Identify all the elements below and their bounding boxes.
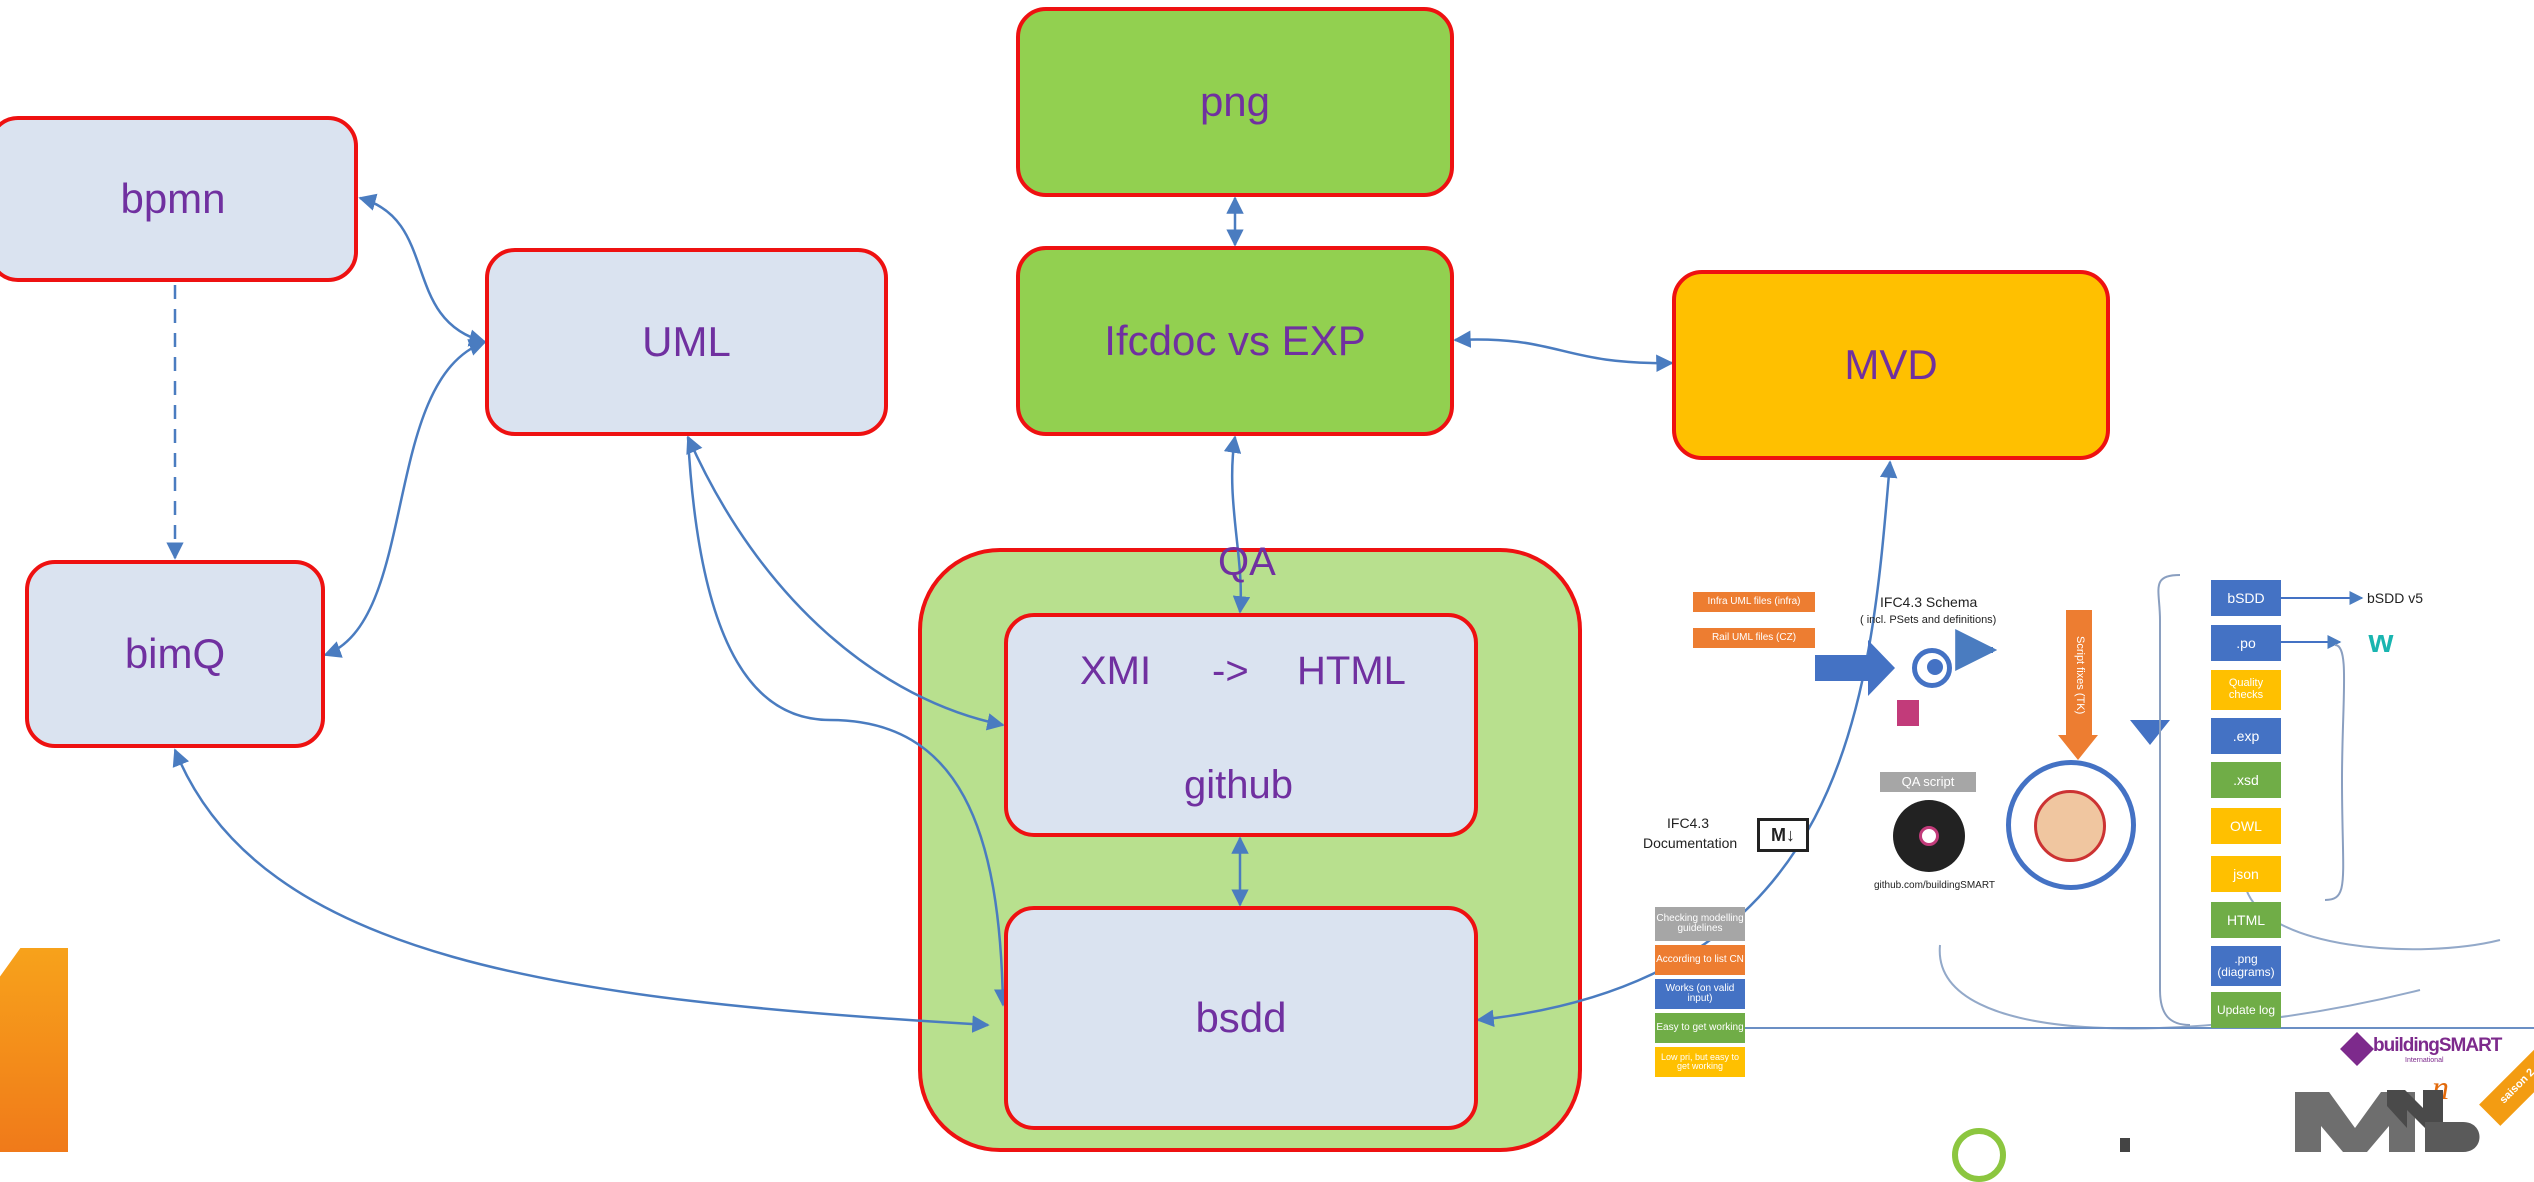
buildingsmart-logo: buildingSMART International (2340, 1032, 2505, 1069)
partial-green-logo (1952, 1128, 2006, 1182)
xmi-label: XMI (1080, 649, 1152, 693)
xmi-html-github-node[interactable]: XMI -> HTML github (1004, 613, 1478, 837)
output-xsd: .xsd (2211, 762, 2281, 798)
output-json: json (2211, 856, 2281, 892)
arrow-text: -> (1212, 649, 1249, 693)
bimq-label: bimQ (124, 630, 226, 677)
html-label: HTML (1297, 649, 1406, 693)
bimq-node[interactable]: bimQ (25, 560, 325, 748)
png-label: png (1199, 78, 1271, 125)
output-bracket (2157, 574, 2191, 1026)
legend-according: According to list CN (1655, 945, 1745, 975)
ifcdoc-node[interactable]: Ifcdoc vs EXP (1016, 246, 1454, 436)
legend-low-pri: Low pri, but easy to get working (1655, 1047, 1745, 1077)
png-node[interactable]: png (1016, 7, 1454, 197)
partial-dark-glyph (2120, 1138, 2130, 1152)
ci-cycle-ring (2006, 760, 2136, 890)
uml-label: UML (642, 318, 731, 365)
output-po: .po (2211, 625, 2281, 661)
bpmn-node[interactable]: bpmn (0, 116, 358, 282)
connector-uml-bimq (323, 339, 487, 658)
buildingsmart-subtext: International (2405, 1057, 2444, 1064)
rail-uml-tag: Rail UML files (CZ) (1693, 628, 1815, 648)
ifcdoc-label: Ifcdoc vs EXP (1104, 317, 1366, 364)
qa-label: QA (1218, 540, 1276, 584)
schema-icon (1912, 648, 1952, 688)
qa-script-tag: QA script (1880, 772, 1976, 792)
connector-bimq-bsdd (172, 748, 990, 1033)
output-png-diagrams: .png (diagrams) (2211, 946, 2281, 986)
script-fixes-tag: Script fixes (TK) (2066, 610, 2092, 740)
connector-ifcdoc-xmi (1223, 435, 1251, 614)
buildingsmart-wordmark: buildingSMART (2373, 1035, 2502, 1056)
output-bsdd: bSDD (2211, 580, 2281, 616)
bsdd-v5-label: bSDD v5 (2367, 590, 2424, 606)
connector-uml-xmi (686, 435, 1005, 731)
output-html: HTML (2211, 902, 2281, 938)
orange-corner-shape (0, 948, 68, 1152)
big-right-arrow (1815, 640, 1895, 696)
infra-uml-tag: Infra UML files (infra) (1693, 592, 1815, 612)
connector-ifcdoc-mvd (1453, 330, 1674, 373)
xmi-small-label: xmi (1923, 704, 1939, 725)
output-exp: .exp (2211, 718, 2281, 754)
legend-easy: Easy to get working (1655, 1013, 1745, 1043)
github-label: github (1184, 763, 1293, 807)
output-quality-checks: Quality checks (2211, 670, 2281, 710)
bpmn-label: bpmn (120, 175, 226, 222)
schema-title: IFC4.3 Schema (1880, 594, 1978, 610)
diagram-canvas: bpmn bimQ UML png Ifcdoc vs EXP MVD QA X… (0, 7, 2534, 1182)
doc-subtitle: Documentation (1643, 835, 1738, 851)
xmi-file-icon (1897, 700, 1919, 726)
weblate-icon: w (2368, 623, 2394, 660)
legend-checking: Checking modelling guidelines (1655, 907, 1745, 941)
bsdd-label: bsdd (1195, 994, 1287, 1041)
buildingsmart-mark-icon (2340, 1032, 2374, 1066)
mnp-logo (2295, 1088, 2495, 1152)
bsdd-node[interactable]: bsdd (1004, 906, 1478, 1130)
doc-title: IFC4.3 (1667, 815, 1710, 831)
mnp-logo-shape (2295, 1090, 2480, 1152)
schema-subtitle: ( incl. PSets and definitions) (1860, 614, 1997, 626)
markdown-icon: M↓ (1757, 818, 1809, 852)
output-update-log: Update log (2211, 992, 2281, 1028)
connector-mvd-bsdd (1476, 460, 1898, 1028)
jenkins-mascot-icon (2034, 790, 2106, 862)
mvd-label: MVD (1844, 341, 1938, 388)
output-owl: OWL (2211, 808, 2281, 844)
github-url: github.com/buildingSMART (1874, 880, 1995, 891)
mvd-node[interactable]: MVD (1672, 270, 2110, 460)
uml-node[interactable]: UML (485, 248, 888, 436)
github-octocat-icon (1893, 800, 1965, 872)
legend-works: Works (on valid input) (1655, 979, 1745, 1009)
connector-bpmn-uml (358, 193, 487, 347)
